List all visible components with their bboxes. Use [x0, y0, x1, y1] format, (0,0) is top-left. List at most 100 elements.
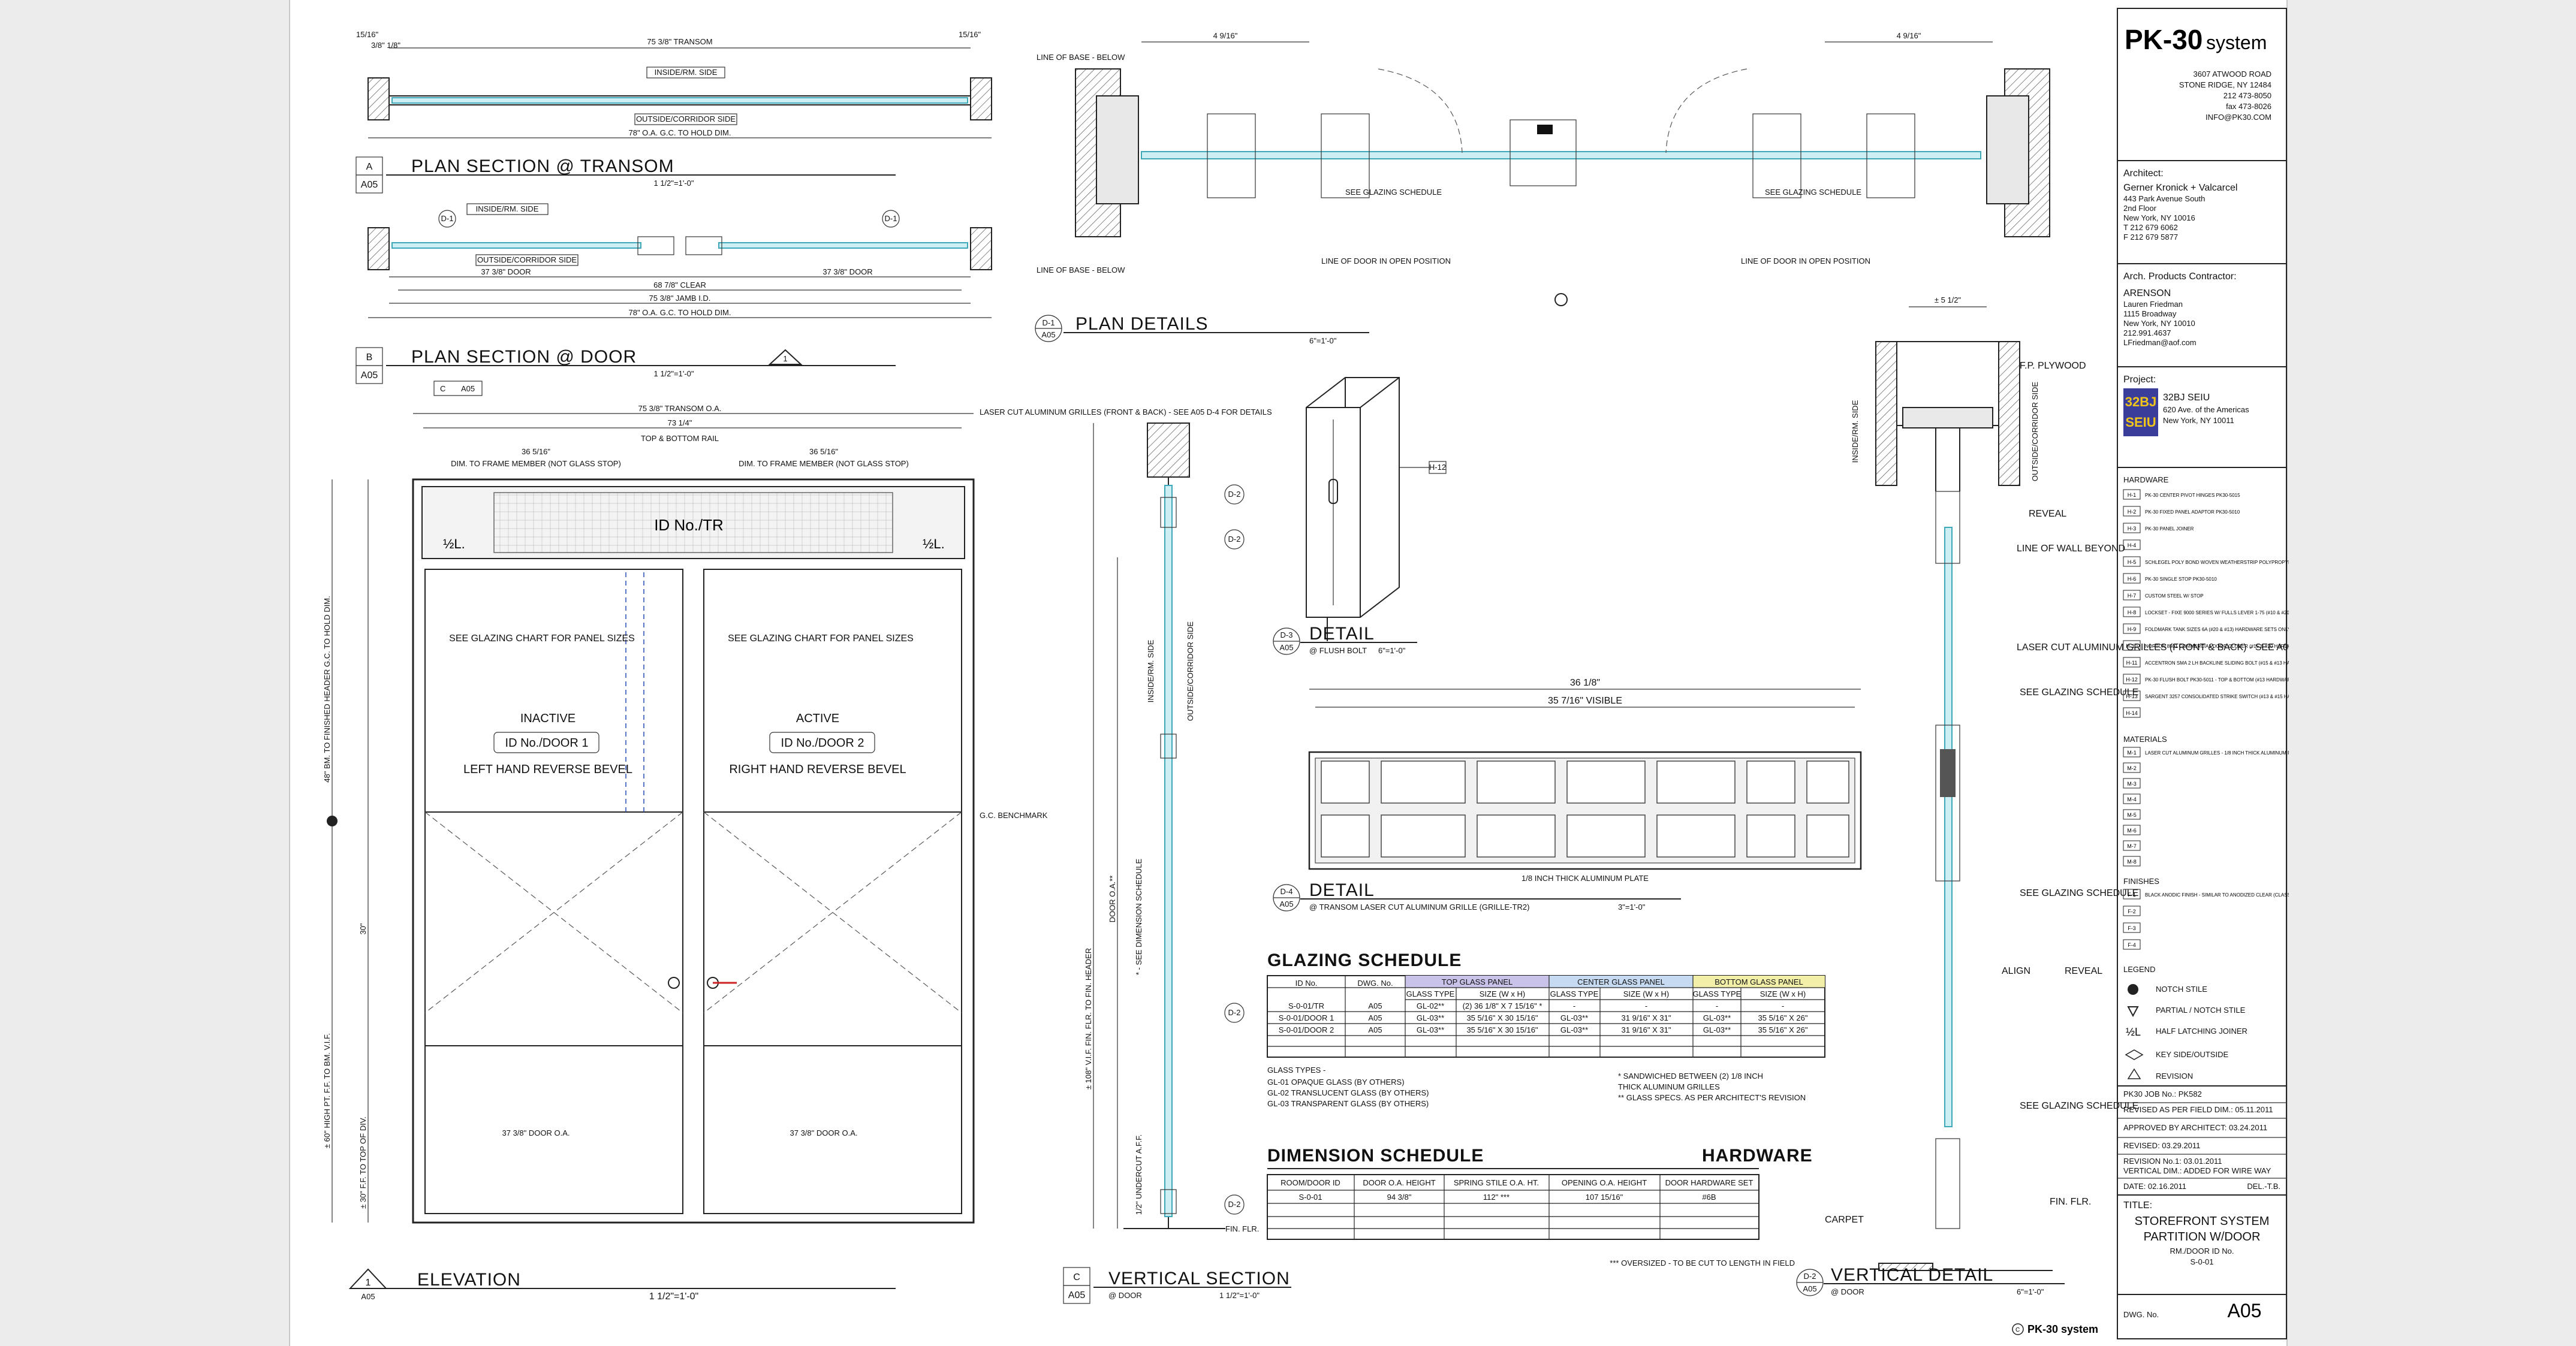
svg-text:DEL.-T.B.: DEL.-T.B.	[2247, 1182, 2280, 1191]
list-item	[2123, 590, 2141, 600]
list-item-id: H-12	[2126, 677, 2138, 683]
svg-text:D-3: D-3	[1281, 630, 1293, 639]
transom-width-dim: 75 3/8" TRANSOM	[647, 37, 712, 46]
svg-text:15/16": 15/16"	[356, 30, 379, 39]
svg-text:A05: A05	[1368, 1013, 1382, 1022]
svg-text:SEE GLAZING SCHEDULE: SEE GLAZING SCHEDULE	[2020, 888, 2138, 898]
svg-text:New York, NY 10011: New York, NY 10011	[2163, 416, 2234, 425]
svg-text:T 212 679 6062: T 212 679 6062	[2123, 223, 2178, 232]
glazing-schedule-title: GLAZING SCHEDULE	[1267, 950, 1462, 970]
svg-text:6"=1'-0": 6"=1'-0"	[1378, 646, 1406, 655]
svg-text:HALF LATCHING JOINER: HALF LATCHING JOINER	[2156, 1027, 2247, 1036]
svg-text:#6B: #6B	[1702, 1193, 1716, 1202]
view-title: PLAN SECTION @ TRANSOM	[411, 156, 674, 176]
svg-text:DETAIL: DETAIL	[1309, 624, 1375, 644]
svg-text:½L.: ½L.	[923, 536, 945, 551]
svg-text:1 1/2"=1'-0": 1 1/2"=1'-0"	[653, 369, 694, 378]
svg-text:FIN. FLR.: FIN. FLR.	[1225, 1224, 1259, 1233]
svg-text:2nd Floor: 2nd Floor	[2123, 204, 2157, 213]
list-item	[2123, 747, 2141, 757]
svg-text:443 Park Avenue South: 443 Park Avenue South	[2123, 194, 2205, 203]
table-row: S-0-01/TR A05 GL-02** (2) 36 1/8" X 7 15…	[1288, 1001, 1784, 1010]
svg-text:D-1: D-1	[441, 214, 454, 223]
list-item	[2123, 778, 2141, 789]
svg-text:C: C	[2015, 1327, 2020, 1333]
svg-text:1/2" UNDERCUT A.F.F.: 1/2" UNDERCUT A.F.F.	[1134, 1134, 1143, 1215]
svg-text:GLASS TYPES -: GLASS TYPES -	[1267, 1066, 1325, 1075]
list-item	[2123, 489, 2141, 500]
svg-text:SEE GLAZING CHART FOR PANEL SI: SEE GLAZING CHART FOR PANEL SIZES	[449, 633, 635, 644]
list-item	[2123, 825, 2141, 835]
list-item	[2123, 539, 2141, 550]
list-item-id: M-8	[2127, 859, 2137, 865]
svg-text:ID No.: ID No.	[1295, 979, 1318, 988]
list-item-desc: FOLDMARK TANK SIZES 6A (#20 & #13) HARDW…	[2145, 627, 2289, 632]
svg-text:@ DOOR: @ DOOR	[1831, 1287, 1864, 1296]
svg-text:FINISHES: FINISHES	[2123, 877, 2159, 886]
svg-text:New York, NY 10010: New York, NY 10010	[2123, 319, 2195, 328]
svg-text:3607 ATWOOD ROAD: 3607 ATWOOD ROAD	[2193, 70, 2271, 79]
svg-text:-: -	[1716, 1001, 1718, 1010]
list-item-id: H-2	[2128, 509, 2137, 515]
svg-text:RIGHT HAND REVERSE BEVEL: RIGHT HAND REVERSE BEVEL	[729, 763, 906, 776]
svg-text:A05: A05	[461, 384, 475, 393]
svg-text:37 3/8" DOOR: 37 3/8" DOOR	[822, 267, 872, 276]
list-item	[2123, 922, 2141, 933]
svg-text:4 9/16": 4 9/16"	[1213, 31, 1238, 40]
glazing-schedule: GLAZING SCHEDULE TOP GLASS PANEL CENTER …	[1267, 950, 1825, 1108]
svg-text:LINE OF DOOR IN OPEN POSITION: LINE OF DOOR IN OPEN POSITION	[1741, 256, 1870, 265]
svg-text:STONE RIDGE, NY 12484: STONE RIDGE, NY 12484	[2179, 80, 2271, 89]
transom-id: ID No./TR	[654, 516, 724, 534]
list-item	[2123, 606, 2141, 617]
svg-text:* - SEE DIMENSION SCHEDULE: * - SEE DIMENSION SCHEDULE	[1134, 859, 1143, 976]
svg-text:GL-03**: GL-03**	[1560, 1025, 1588, 1034]
legend-list: NOTCH STILE PARTIAL / NOTCH STILE ½L HAL…	[2125, 984, 2247, 1081]
door1-id: ID No./DOOR 1	[505, 737, 589, 750]
svg-text:MATERIALS: MATERIALS	[2123, 735, 2167, 744]
svg-text:GL-03**: GL-03**	[1417, 1025, 1444, 1034]
list-item-id: H-8	[2128, 609, 2137, 615]
svg-text:** GLASS SPECS. AS PER ARCHITE: ** GLASS SPECS. AS PER ARCHITECT'S REVIS…	[1618, 1093, 1806, 1102]
svg-text:GLASS TYPE: GLASS TYPE	[1406, 989, 1455, 998]
svg-text:OUTSIDE/CORRIDOR SIDE: OUTSIDE/CORRIDOR SIDE	[2030, 382, 2039, 481]
plan-section-transom: 75 3/8" TRANSOM INSIDE/RM. SIDE OUTSIDE/…	[356, 30, 992, 138]
svg-text:PK30 JOB No.: PK582: PK30 JOB No.: PK582	[2123, 1090, 2202, 1098]
svg-text:VERTICAL SECTION: VERTICAL SECTION	[1108, 1269, 1290, 1288]
svg-text:DOOR HARDWARE SET: DOOR HARDWARE SET	[1665, 1178, 1754, 1187]
list-item-id: H-13	[2126, 693, 2138, 699]
list-item	[2123, 640, 2141, 651]
svg-text:INFO@PK30.COM: INFO@PK30.COM	[2206, 113, 2271, 122]
svg-text:GLASS TYPE: GLASS TYPE	[1693, 989, 1742, 998]
svg-text:36 5/16": 36 5/16"	[522, 447, 550, 456]
svg-text:36 5/16": 36 5/16"	[809, 447, 838, 456]
svg-text:A05: A05	[1368, 1025, 1382, 1034]
svg-text:A05: A05	[1803, 1284, 1816, 1293]
svg-text:212.991.4637: 212.991.4637	[2123, 328, 2171, 337]
overall-dim: 78" O.A. G.C. TO HOLD DIM.	[628, 128, 731, 137]
svg-text:VERTICAL DETAIL: VERTICAL DETAIL	[1831, 1265, 1993, 1285]
svg-text:ROOM/DOOR ID: ROOM/DOOR ID	[1281, 1178, 1340, 1187]
svg-text:31 9/16" X 31": 31 9/16" X 31"	[1622, 1013, 1671, 1022]
svg-text:OUTSIDE/CORRIDOR SIDE: OUTSIDE/CORRIDOR SIDE	[1186, 621, 1195, 721]
table-row: S-0-01 94 3/8" 112" *** 107 15/16" #6B	[1298, 1193, 1716, 1202]
list-item	[2123, 690, 2141, 701]
list-item-desc: SCHLEGEL POLY BOND WOVEN WEATHERSTRIP PO…	[2145, 560, 2289, 565]
plan-details-title: D-1 A05 PLAN DETAILS 6"=1'-0"	[1035, 314, 1369, 345]
svg-text:35 5/16" X 26": 35 5/16" X 26"	[1758, 1025, 1808, 1034]
list-item-id: H-7	[2128, 593, 2137, 599]
list-item	[2123, 856, 2141, 867]
svg-text:TITLE:: TITLE:	[2123, 1200, 2152, 1211]
svg-text:LEGEND: LEGEND	[2123, 965, 2155, 974]
list-item-desc: PK-30 PANEL JOINER	[2145, 526, 2194, 532]
list-item-desc: PK-30 CENTER PIVOT HINGES PK30-5015	[2145, 493, 2240, 498]
drawing-sheet: 75 3/8" TRANSOM INSIDE/RM. SIDE OUTSIDE/…	[289, 0, 2376, 1346]
svg-text:37 3/8" DOOR O.A.: 37 3/8" DOOR O.A.	[502, 1128, 570, 1137]
svg-text:CENTER GLASS PANEL: CENTER GLASS PANEL	[1577, 977, 1665, 986]
svg-text:1 1/2"=1'-0": 1 1/2"=1'-0"	[649, 1291, 698, 1302]
svg-text:PLAN DETAILS: PLAN DETAILS	[1075, 314, 1209, 334]
svg-text:-: -	[1573, 1001, 1575, 1010]
svg-text:LINE OF WALL BEYOND: LINE OF WALL BEYOND	[2017, 544, 2125, 554]
dimension-schedule-title: DIMENSION SCHEDULE	[1267, 1146, 1484, 1166]
